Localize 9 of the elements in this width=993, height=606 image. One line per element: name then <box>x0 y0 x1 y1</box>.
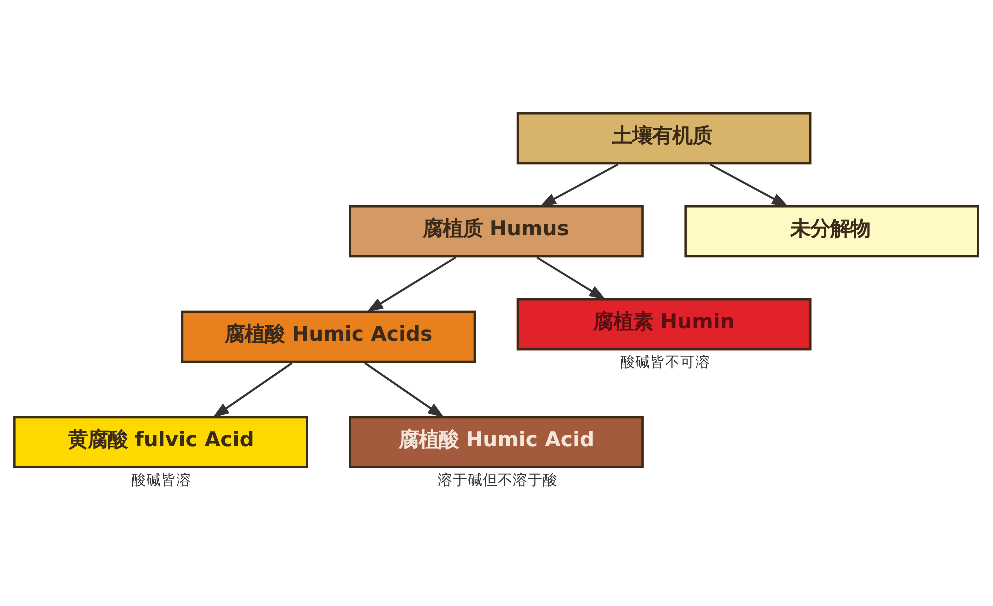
arrow <box>540 164 618 207</box>
arrow <box>536 256 606 300</box>
arrow <box>710 164 789 207</box>
node-label: 酸碱皆不可溶 <box>620 354 711 371</box>
arrow <box>366 256 456 312</box>
arrow <box>212 362 293 418</box>
node-label: 溶于碱但不溶于酸 <box>438 472 558 489</box>
node-label: 酸碱皆溶 <box>131 472 192 489</box>
arrow <box>364 362 445 418</box>
